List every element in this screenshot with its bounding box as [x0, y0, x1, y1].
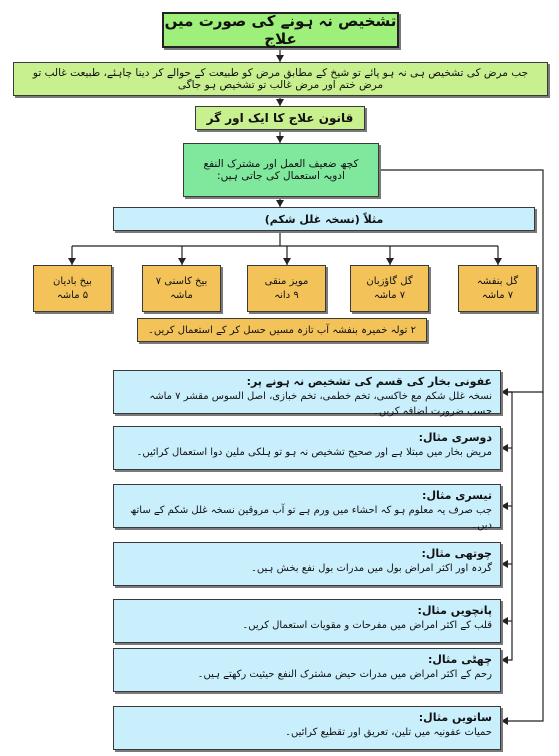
herb-box: گل گاؤزبان ۷ ماشہ [350, 265, 429, 312]
herb-quantity: ۹ دانہ [274, 289, 299, 301]
case-heading: پانچویں مثال: [417, 604, 492, 617]
case-box: تیسری مثال: جب صرف یہ معلوم ہو کہ احشاء … [113, 484, 501, 531]
case-heading: چھٹی مثال: [427, 653, 492, 666]
case-box: عفونی بخار کی قسم کی تشخیص نہ ہونے پر: ن… [113, 370, 501, 417]
case-text: مریض بخار میں مبتلا ہے اور صحیح تشخیص نہ… [136, 447, 492, 458]
principle-banner: جب مرض کی تشخیص ہی نہ ہو پائے تو شیخ کے … [13, 62, 548, 96]
intro-box: کچھ ضعیف العمل اور مشترک النفع ادویہ است… [183, 143, 379, 197]
case-box: چوتھی مثال: گردہ اور اکثر امراض بول میں … [113, 542, 501, 586]
dosage-note: ۲ تولہ خمیرہ بنفشہ آب تازہ مسیں حسل کر ک… [137, 318, 427, 342]
herb-name: گل گاؤزبان [366, 275, 413, 287]
herb-name: بیخ کاسنی ۷ [155, 275, 208, 287]
herb-quantity: ۷ ماشہ [373, 289, 406, 301]
diagram-title: تشخیص نہ ہونے کی صورت میں علاج [162, 12, 399, 48]
case-text: گردہ اور اکثر امراض بول میں مدرات بول نف… [251, 563, 492, 574]
herb-box: بیخ بادیان ۵ ماشہ [33, 265, 112, 312]
case-box: ساتویں مثال: حمیات عفونیہ میں تلین، تعری… [113, 706, 501, 750]
case-heading: ساتویں مثال: [418, 711, 492, 724]
herb-box: مویز منقی ۹ دانہ [247, 265, 326, 312]
case-heading: چوتھی مثال: [421, 547, 492, 560]
herb-quantity: ماشہ [170, 289, 193, 301]
herb-quantity: ۷ ماشہ [481, 289, 514, 301]
case-heading: عفونی بخار کی قسم کی تشخیص نہ ہونے پر: [246, 375, 492, 388]
case-box: دوسری مثال: مریض بخار میں مبتلا ہے اور ص… [113, 426, 501, 470]
herb-name: بیخ بادیان [53, 275, 92, 287]
herb-box: بیخ کاسنی ۷ ماشہ [142, 265, 221, 312]
case-heading: تیسری مثال: [422, 489, 492, 502]
herb-box: گل بنفشہ ۷ ماشہ [458, 265, 537, 312]
case-text: حمیات عفونیہ میں تلین، تعریق اور تقطیع ک… [285, 727, 492, 738]
case-text: نسخہ غلل شکم مع خاکسی، تخم خطمی، تخم خبا… [149, 391, 492, 417]
herb-name: گل بنفشہ [476, 275, 519, 287]
case-heading: دوسری مثال: [418, 431, 492, 444]
case-box: چھٹی مثال: رحم کے اکثر امراض میں مدرات ح… [113, 648, 501, 692]
case-text: جب صرف یہ معلوم ہو کہ احشاء میں ورم ہے ت… [130, 505, 492, 531]
case-text: رحم کے اکثر امراض میں مدرات حیض مشترک ال… [197, 669, 492, 680]
herb-quantity: ۵ ماشہ [56, 289, 89, 301]
case-text: قلب کے اکثر امراض میں مفرحات و مقویات اس… [242, 620, 492, 631]
example-recipe-box: مثلاً (نسخہ غلل شکم) [113, 207, 535, 231]
case-box: پانچویں مثال: قلب کے اکثر امراض میں مفرح… [113, 599, 501, 643]
herb-name: مویز منقی [264, 275, 309, 287]
rule-heading: قانون علاج کا ایک اور گر [195, 106, 365, 130]
